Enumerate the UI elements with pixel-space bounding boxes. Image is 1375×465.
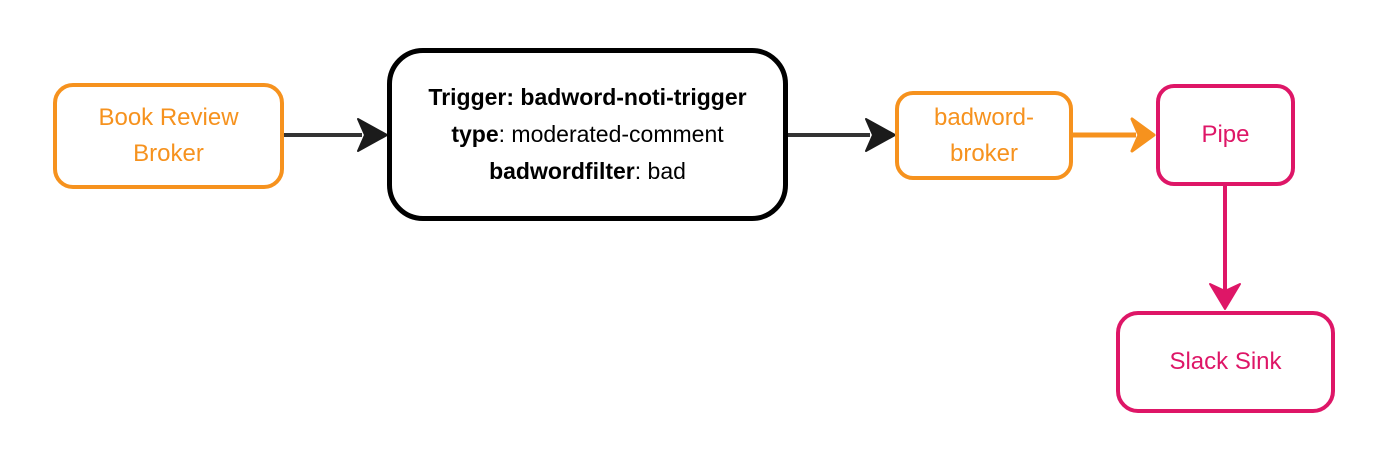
edge-badword-broker-to-pipe — [1073, 117, 1156, 153]
edge-book-review-broker-to-trigger — [284, 118, 388, 152]
node-label: broker — [949, 139, 1019, 167]
arrowhead-down — [1209, 283, 1241, 310]
node-book-review-broker: Book Review Broker — [53, 83, 284, 189]
node-pipe: Pipe — [1156, 84, 1295, 186]
node-label: badword- — [933, 103, 1035, 131]
arrowhead-right — [865, 118, 896, 152]
node-label: Slack Sink — [1169, 348, 1282, 375]
node-label: Broker — [133, 140, 204, 167]
edge-pipe-to-slack-sink — [1209, 186, 1241, 310]
node-label: Pipe — [1201, 121, 1250, 148]
node-label: Trigger: badword-noti-trigger — [428, 79, 746, 116]
node-trigger: Trigger: badword-noti-trigger type: mode… — [387, 48, 788, 221]
trigger-filter-value: : bad — [634, 158, 686, 184]
trigger-type-key: type — [451, 121, 499, 147]
arrowhead-right — [1130, 117, 1156, 153]
node-label: badwordfilter: bad — [489, 153, 686, 190]
trigger-name-text: Trigger: badword-noti-trigger — [428, 84, 747, 110]
node-badword-broker: badword- broker — [895, 91, 1073, 180]
trigger-filter-key: badwordfilter — [489, 158, 635, 184]
node-label: type: moderated-comment — [451, 116, 723, 153]
arrowhead-right — [357, 118, 388, 152]
node-label: Book Review — [98, 104, 239, 131]
edge-trigger-to-badword-broker — [788, 118, 896, 152]
node-slack-sink: Slack Sink — [1116, 311, 1335, 413]
trigger-type-value: : moderated-comment — [498, 121, 724, 147]
